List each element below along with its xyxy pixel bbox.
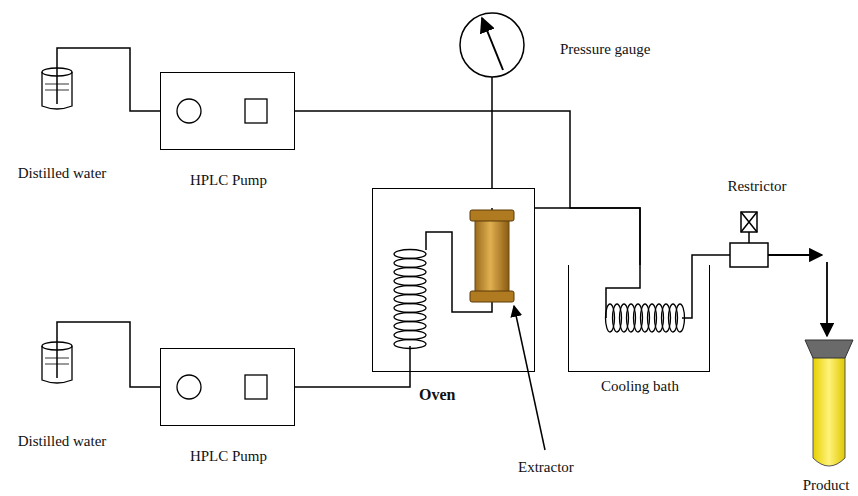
- flow-arrow: [768, 254, 822, 256]
- heating-coil: [394, 250, 426, 349]
- node-label: HPLC Pump: [190, 447, 267, 465]
- part-label: Distilled water: [18, 432, 107, 450]
- node-label: Oven: [419, 386, 455, 404]
- restrictor-valve: [730, 212, 768, 267]
- part-label: Extractor: [518, 458, 574, 476]
- pump-box: HPLC Pump: [160, 348, 295, 426]
- cooling-bath: Cooling bath: [568, 265, 710, 372]
- extractor-vessel: [470, 210, 514, 302]
- water-reservoir: [42, 48, 160, 111]
- flow-arrow: [826, 262, 828, 336]
- water-reservoir: [42, 322, 160, 387]
- leader-arrow: [514, 306, 545, 450]
- cooling-coil: [606, 304, 685, 332]
- pump-face: [161, 73, 294, 149]
- pressure-gauge: [460, 13, 524, 188]
- part-label: Distilled water: [18, 164, 107, 182]
- pipe-line: [535, 208, 640, 265]
- pipe-line: [295, 372, 410, 387]
- part-label: Product: [803, 476, 850, 494]
- pump-box: HPLC Pump: [160, 72, 295, 150]
- pump-face: [161, 349, 294, 425]
- node-label: HPLC Pump: [190, 171, 267, 189]
- node-label: Cooling bath: [601, 377, 679, 395]
- oven-box: Oven: [372, 188, 535, 372]
- product-tube: [805, 340, 853, 466]
- part-label: Restrictor: [727, 177, 786, 195]
- part-label: Pressure gauge: [560, 40, 650, 58]
